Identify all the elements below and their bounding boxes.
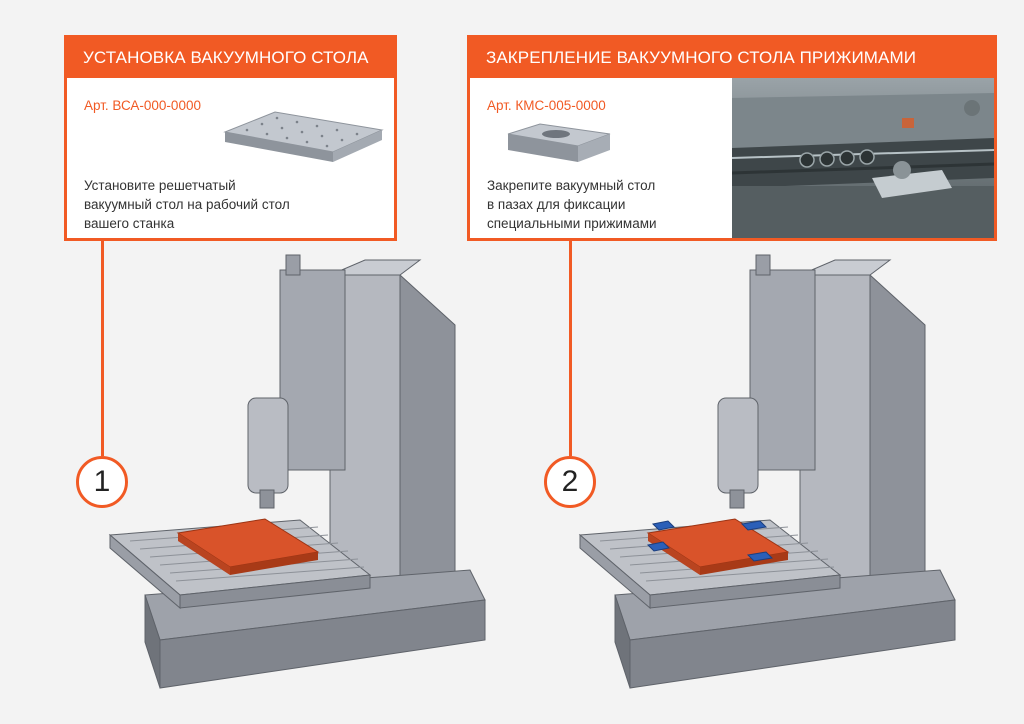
step-1-card: УСТАНОВКА ВАКУУМНОГО СТОЛА Арт. ВСА-000-…	[64, 35, 397, 241]
step-2-title: ЗАКРЕПЛЕНИЕ ВАКУУМНОГО СТОЛА ПРИЖИМАМИ	[470, 38, 994, 78]
step-2-card: ЗАКРЕПЛЕНИЕ ВАКУУМНОГО СТОЛА ПРИЖИМАМИ А…	[467, 35, 997, 241]
step-2-description: Закрепите вакуумный стол в пазах для фик…	[487, 178, 657, 231]
step-2-number: 2	[544, 456, 596, 508]
vacuum-table-2	[646, 518, 790, 575]
step-1-article: Арт. ВСА-000-0000	[84, 98, 201, 113]
clamp-photo	[732, 78, 994, 238]
clamp-icon	[507, 123, 611, 162]
vacuum-table-1	[176, 518, 320, 575]
step-2-connector	[569, 241, 572, 456]
step-1-connector	[101, 241, 104, 456]
step-1-description: Установите решетчатый вакуумный стол на …	[84, 178, 290, 231]
step-1-title: УСТАНОВКА ВАКУУМНОГО СТОЛА	[67, 38, 394, 78]
step-2-article: Арт. КМС-005-0000	[487, 98, 606, 113]
vacuum-table-icon	[223, 111, 384, 162]
step-1-number: 1	[76, 456, 128, 508]
